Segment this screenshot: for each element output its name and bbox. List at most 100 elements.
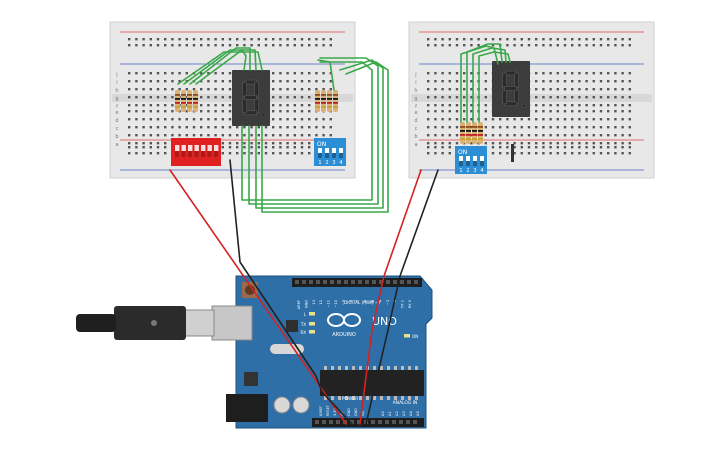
- resistor[interactable]: [472, 122, 477, 144]
- header-pin[interactable]: [407, 280, 411, 284]
- breadboard-hole[interactable]: [607, 118, 610, 121]
- breadboard-hole[interactable]: [185, 104, 188, 107]
- breadboard-hole[interactable]: [164, 134, 167, 137]
- breadboard-hole[interactable]: [164, 104, 167, 107]
- breadboard-hole[interactable]: [484, 126, 487, 129]
- breadboard-hole[interactable]: [171, 118, 174, 121]
- breadboard-hole[interactable]: [192, 44, 196, 47]
- breadboard-hole[interactable]: [178, 88, 181, 91]
- breadboard-hole[interactable]: [156, 38, 160, 41]
- breadboard-hole[interactable]: [527, 118, 531, 121]
- breadboard-hole[interactable]: [308, 146, 311, 149]
- breadboard-hole[interactable]: [200, 38, 203, 41]
- breadboard-hole[interactable]: [164, 80, 167, 83]
- breadboard-hole[interactable]: [286, 152, 289, 155]
- breadboard-hole[interactable]: [300, 134, 304, 137]
- breadboard-hole[interactable]: [484, 38, 487, 41]
- breadboard-hole[interactable]: [470, 72, 473, 75]
- breadboard-hole[interactable]: [149, 44, 152, 47]
- breadboard-hole[interactable]: [542, 72, 545, 75]
- breadboard-hole[interactable]: [607, 142, 610, 145]
- breadboard-hole[interactable]: [556, 44, 559, 47]
- breadboard-hole[interactable]: [149, 80, 152, 83]
- breadboard-hole[interactable]: [513, 44, 516, 47]
- breadboard-hole[interactable]: [221, 72, 224, 75]
- breadboard-hole[interactable]: [455, 104, 459, 107]
- breadboard-hole[interactable]: [455, 88, 459, 91]
- breadboard-hole[interactable]: [621, 146, 624, 149]
- breadboard-hole[interactable]: [315, 80, 318, 83]
- breadboard-hole[interactable]: [585, 142, 588, 145]
- breadboard-hole[interactable]: [185, 44, 188, 47]
- breadboard-hole[interactable]: [286, 142, 289, 145]
- breadboard-hole[interactable]: [463, 118, 466, 121]
- breadboard-hole[interactable]: [549, 44, 552, 47]
- resistor[interactable]: [193, 90, 198, 112]
- breadboard-hole[interactable]: [571, 118, 574, 121]
- breadboard-hole[interactable]: [549, 110, 552, 113]
- breadboard-hole[interactable]: [264, 44, 268, 47]
- breadboard-hole[interactable]: [293, 146, 296, 149]
- header-pin[interactable]: [386, 280, 390, 284]
- breadboard-hole[interactable]: [308, 72, 311, 75]
- breadboard-hole[interactable]: [200, 118, 203, 121]
- breadboard-hole[interactable]: [628, 152, 631, 155]
- breadboard-hole[interactable]: [599, 110, 603, 113]
- breadboard-hole[interactable]: [578, 110, 581, 113]
- breadboard-hole[interactable]: [279, 146, 282, 149]
- breadboard-hole[interactable]: [221, 142, 224, 145]
- breadboard-hole[interactable]: [257, 44, 260, 47]
- breadboard-hole[interactable]: [200, 80, 203, 83]
- breadboard-hole[interactable]: [621, 126, 624, 129]
- breadboard-hole[interactable]: [214, 110, 217, 113]
- breadboard-hole[interactable]: [308, 142, 311, 145]
- dip-switch-lever[interactable]: [480, 161, 484, 166]
- breadboard-hole[interactable]: [192, 118, 196, 121]
- breadboard-hole[interactable]: [135, 134, 138, 137]
- breadboard-hole[interactable]: [164, 72, 167, 75]
- breadboard-hole[interactable]: [178, 44, 181, 47]
- breadboard-hole[interactable]: [257, 38, 260, 41]
- breadboard-hole[interactable]: [585, 96, 588, 99]
- breadboard-hole[interactable]: [164, 110, 167, 113]
- breadboard-hole[interactable]: [178, 38, 181, 41]
- resistor[interactable]: [321, 90, 326, 112]
- breadboard-hole[interactable]: [272, 96, 275, 99]
- breadboard-hole[interactable]: [621, 142, 624, 145]
- header-pin[interactable]: [414, 280, 418, 284]
- breadboard-hole[interactable]: [149, 142, 152, 145]
- breadboard-hole[interactable]: [228, 134, 232, 137]
- breadboard-hole[interactable]: [315, 134, 318, 137]
- breadboard-hole[interactable]: [484, 72, 487, 75]
- header-pin[interactable]: [357, 420, 361, 424]
- breadboard-hole[interactable]: [621, 152, 624, 155]
- breadboard-hole[interactable]: [535, 72, 538, 75]
- breadboard-hole[interactable]: [470, 110, 473, 113]
- breadboard-hole[interactable]: [470, 104, 473, 107]
- breadboard-hole[interactable]: [448, 126, 451, 129]
- breadboard-hole[interactable]: [607, 152, 610, 155]
- breadboard-hole[interactable]: [563, 142, 567, 145]
- breadboard-hole[interactable]: [315, 38, 318, 41]
- breadboard-hole[interactable]: [448, 110, 451, 113]
- breadboard-hole[interactable]: [308, 80, 311, 83]
- jumper-pin[interactable]: [511, 144, 514, 162]
- breadboard-hole[interactable]: [556, 72, 559, 75]
- breadboard-hole[interactable]: [300, 38, 304, 41]
- breadboard-hole[interactable]: [300, 110, 304, 113]
- breadboard-hole[interactable]: [549, 72, 552, 75]
- breadboard-hole[interactable]: [207, 118, 210, 121]
- breadboard-hole[interactable]: [228, 96, 232, 99]
- breadboard-hole[interactable]: [599, 80, 603, 83]
- dip-switch-lever[interactable]: [175, 151, 180, 157]
- breadboard-hole[interactable]: [434, 126, 437, 129]
- breadboard-hole[interactable]: [207, 104, 210, 107]
- breadboard-hole[interactable]: [228, 118, 232, 121]
- breadboard-hole[interactable]: [441, 72, 444, 75]
- breadboard-hole[interactable]: [221, 96, 224, 99]
- breadboard-hole[interactable]: [441, 134, 444, 137]
- breadboard-hole[interactable]: [520, 44, 523, 47]
